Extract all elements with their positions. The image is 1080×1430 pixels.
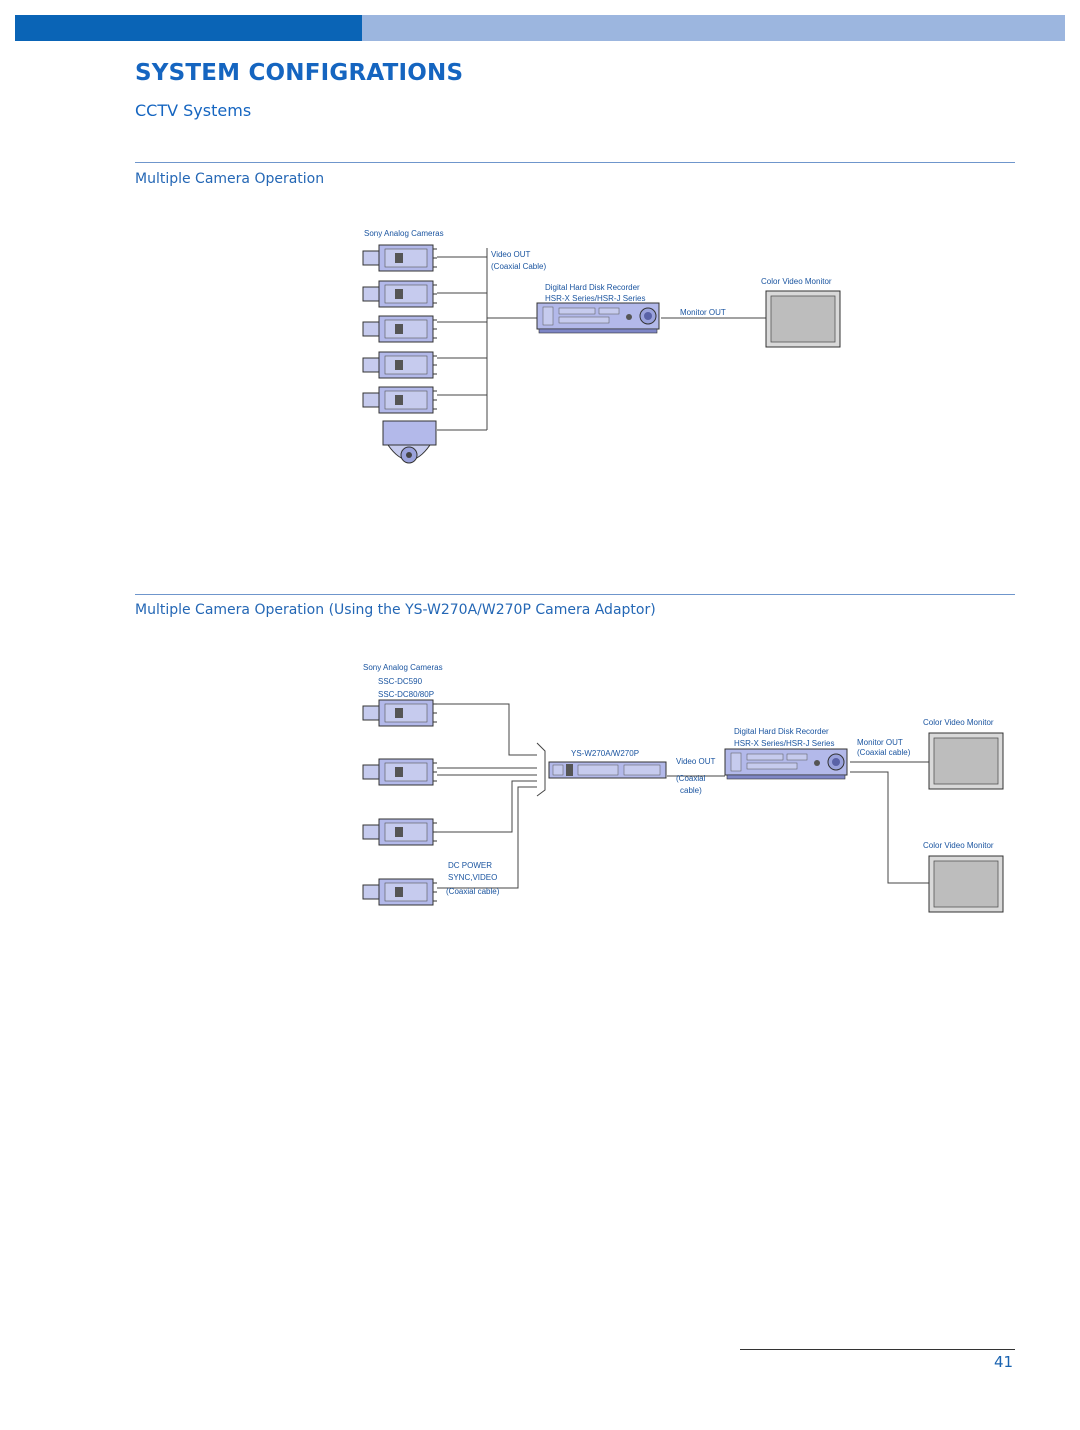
s2-camera-model-2: SSC-DC80/80P — [378, 690, 434, 699]
page-subtitle: CCTV Systems — [135, 101, 252, 120]
s2-camera-3 — [362, 818, 438, 846]
s2-recorder-label: Digital Hard Disk Recorder — [734, 727, 829, 736]
s2-adaptor-label: YS-W270A/W270P — [571, 749, 639, 758]
s2-monitor-label-bottom: Color Video Monitor — [923, 841, 994, 850]
s1-cameras-label: Sony Analog Cameras — [364, 229, 444, 238]
s1-recorder — [536, 302, 660, 334]
s2-monitor-out-label: Monitor OUT — [857, 738, 903, 747]
s1-camera-4 — [362, 351, 438, 379]
s2-coaxial-cable-label: (Coaxial cable) — [446, 887, 500, 896]
s2-coaxial-line-2: cable) — [680, 786, 702, 795]
section2-rule — [135, 594, 1015, 595]
s2-monitor-top — [928, 732, 1004, 790]
section2-heading: Multiple Camera Operation (Using the YS-… — [135, 602, 656, 618]
s2-video-out-label: Video OUT — [676, 757, 716, 766]
s2-cameras-label: Sony Analog Cameras — [363, 663, 443, 672]
s2-monitor-label-top: Color Video Monitor — [923, 718, 994, 727]
page-title: SYSTEM CONFIGRATIONS — [135, 60, 464, 86]
s2-recorder-series: HSR-X Series/HSR-J Series — [734, 739, 834, 748]
s2-camera-4 — [362, 878, 438, 906]
s1-camera-5 — [362, 386, 438, 414]
s2-monitor-coaxial-label: (Coaxial cable) — [857, 748, 911, 757]
s1-dome-camera — [382, 420, 437, 464]
footer-rule — [740, 1349, 1015, 1350]
header-bar-dark — [15, 15, 362, 41]
s1-monitor-out-label: Monitor OUT — [680, 308, 726, 317]
s2-coaxial-line-1: (Coaxial — [676, 774, 706, 783]
header-bar-light — [362, 15, 1065, 41]
s2-camera-cables — [437, 703, 929, 889]
s2-monitor-bottom — [928, 855, 1004, 913]
s1-camera-1 — [362, 244, 438, 272]
section1-heading: Multiple Camera Operation — [135, 171, 325, 187]
section1-rule — [135, 162, 1015, 163]
s2-recorder — [724, 748, 848, 780]
s1-camera-cables — [437, 248, 766, 431]
s1-coaxial-label: (Coaxial Cable) — [491, 262, 546, 271]
s1-camera-2 — [362, 280, 438, 308]
s1-monitor-label: Color Video Monitor — [761, 277, 832, 286]
s2-camera-adaptor — [548, 761, 667, 779]
s2-camera-2 — [362, 758, 438, 786]
s2-sync-video-label: SYNC,VIDEO — [448, 873, 497, 882]
s2-camera-1 — [362, 699, 438, 727]
s1-camera-3 — [362, 315, 438, 343]
s1-video-out-label: Video OUT — [491, 250, 531, 259]
page-number: 41 — [994, 1353, 1014, 1371]
s1-recorder-series: HSR-X Series/HSR-J Series — [545, 294, 645, 303]
s1-recorder-label: Digital Hard Disk Recorder — [545, 283, 640, 292]
s2-dc-power-label: DC POWER — [448, 861, 492, 870]
s1-monitor — [765, 290, 841, 348]
s2-camera-model-1: SSC-DC590 — [378, 677, 423, 686]
